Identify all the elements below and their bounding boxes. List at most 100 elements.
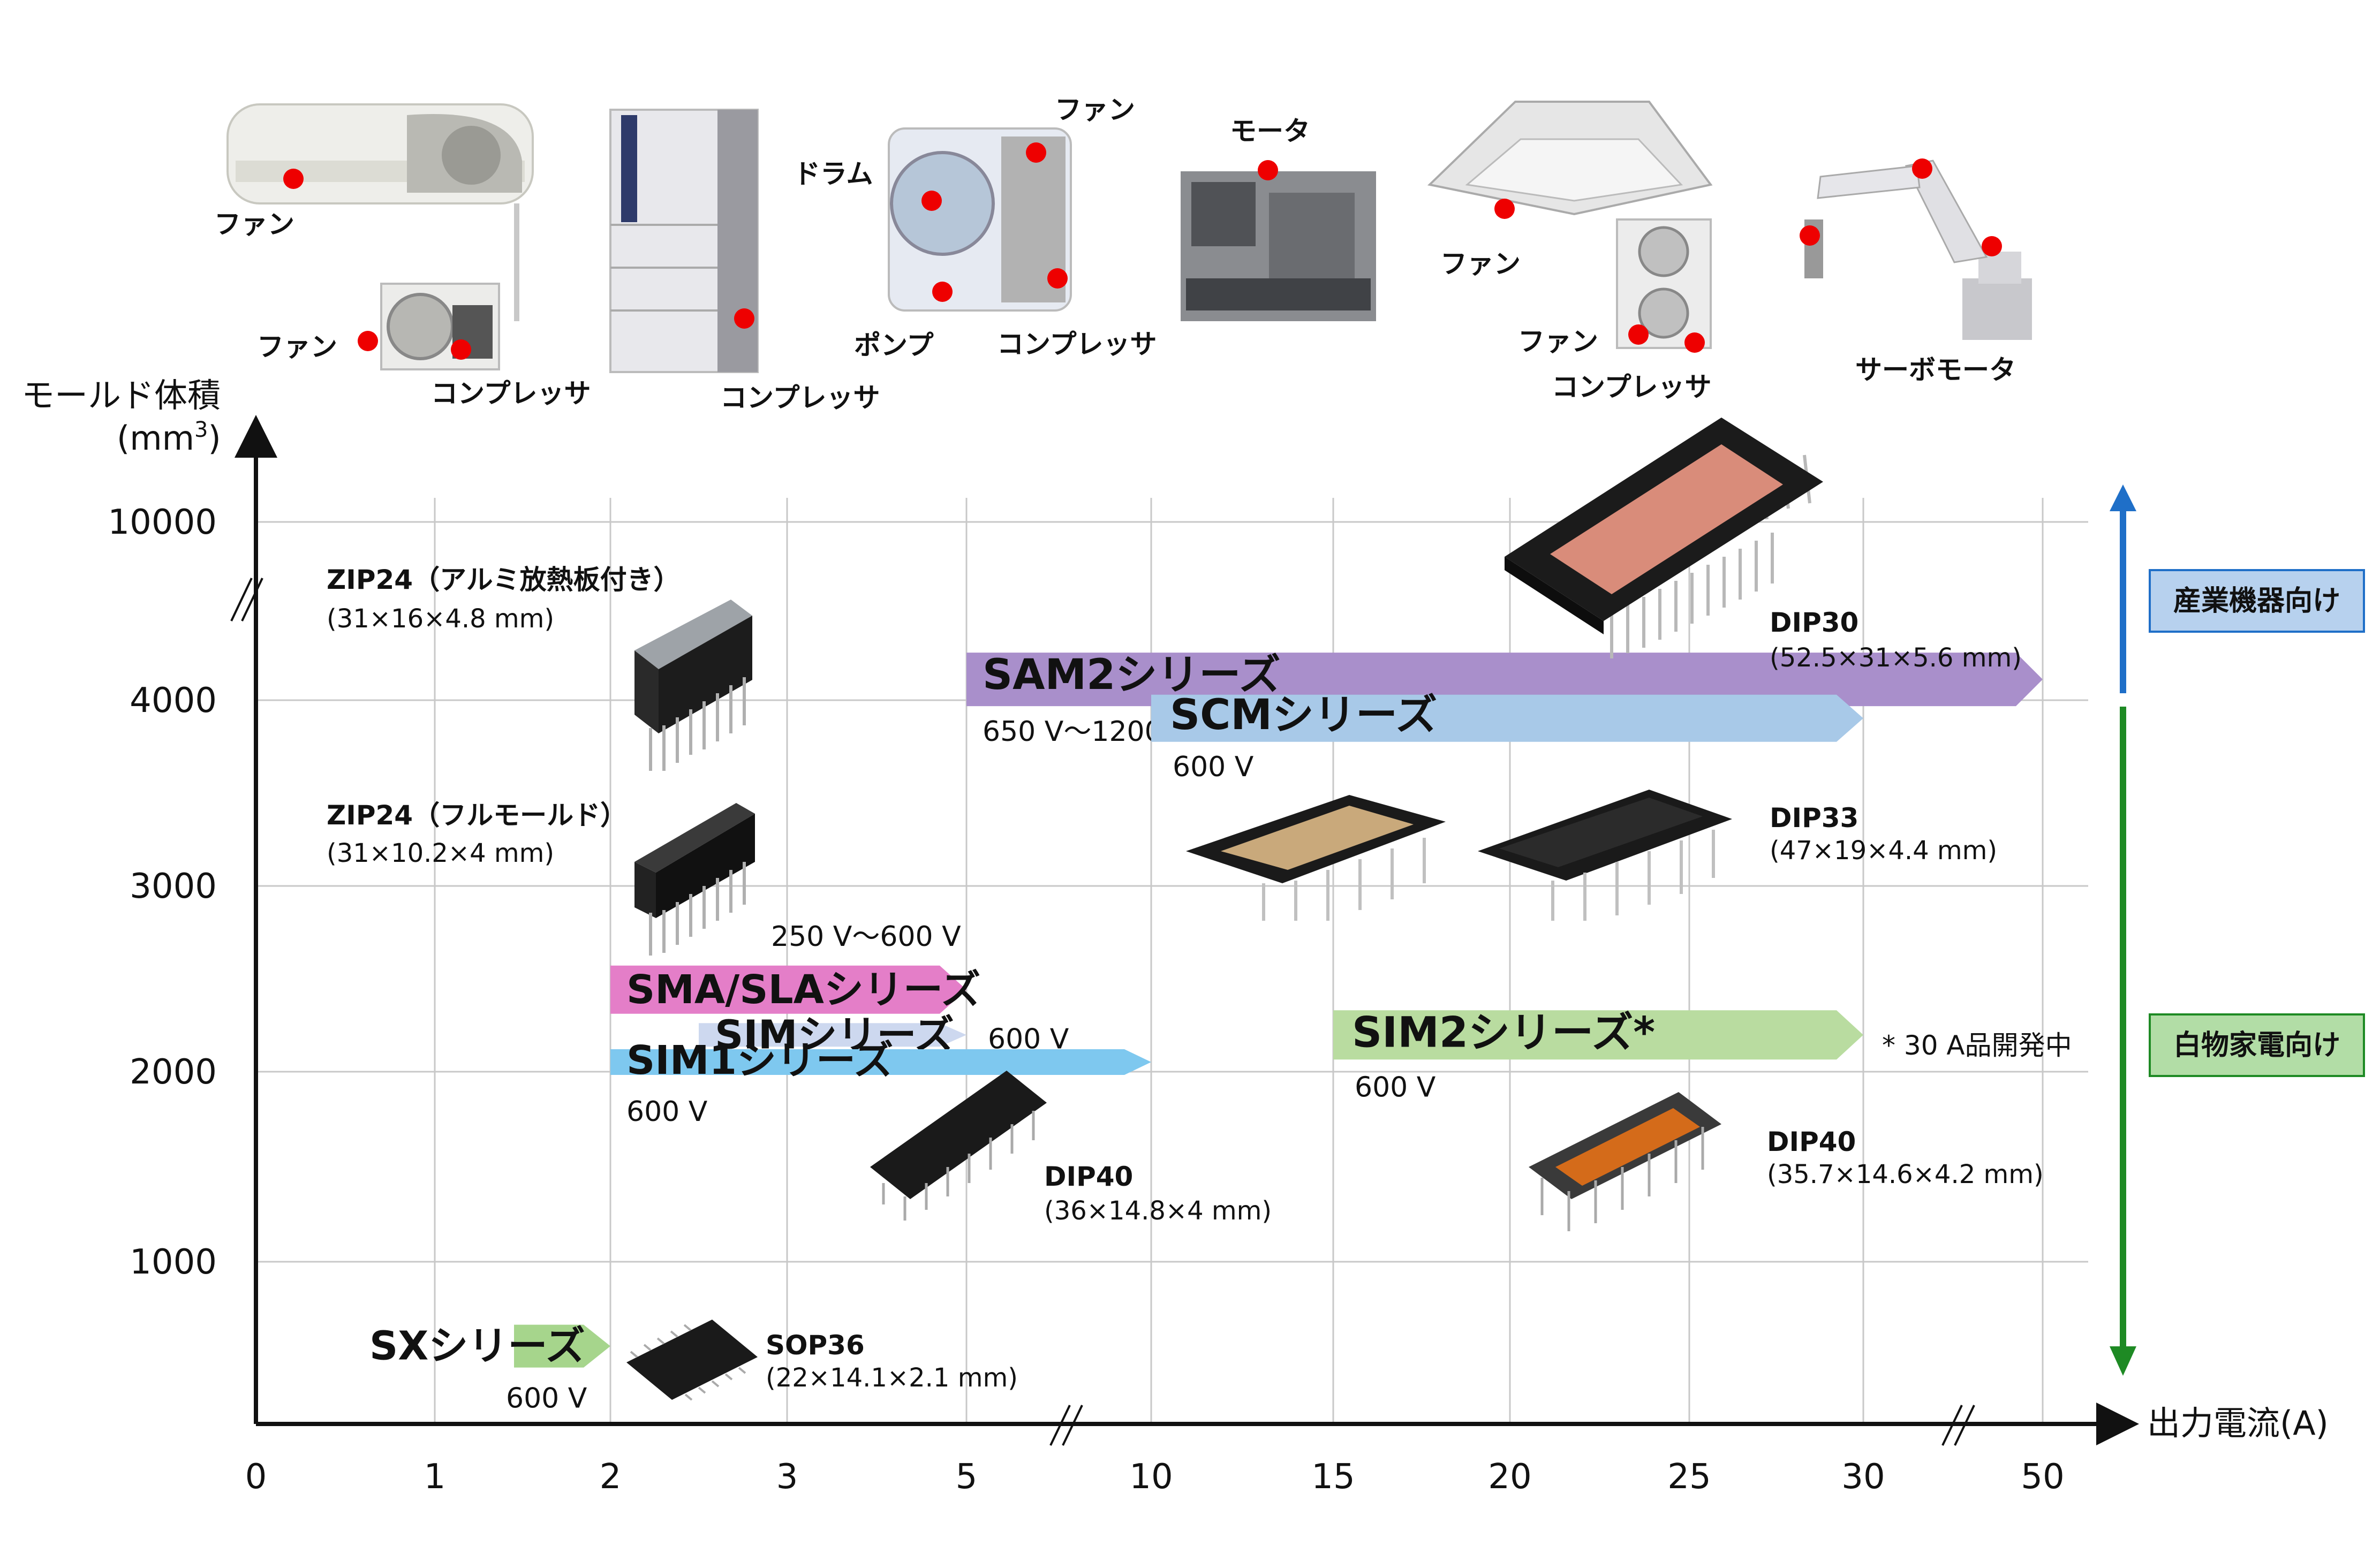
package-labels: ZIP24（アルミ放熱板付き） (31×16×4.8 mm) ZIP24（フルモ…: [327, 564, 2044, 1393]
x-tick-label: 20: [1488, 1457, 1531, 1497]
x-tick-labels: 0 1 2 3 5 10 15 20 25 30 50: [245, 1457, 2065, 1497]
series-bar-6: [514, 1324, 610, 1368]
x-tick-label: 15: [1311, 1457, 1355, 1497]
pkg-sop36-dims: (22×14.1×2.1 mm): [766, 1363, 1018, 1393]
series-label: SXシリーズ: [369, 1323, 585, 1369]
machine-tool-illustration: [1181, 160, 1376, 321]
pkg-sop36-name: SOP36: [766, 1330, 865, 1361]
series-voltage: 600 V: [626, 1096, 708, 1128]
y-axis-unit-sup: 3: [194, 418, 208, 442]
washer-fan-label: ファン: [1055, 94, 1135, 125]
axes: [230, 415, 2139, 1446]
x-tick-label: 3: [776, 1457, 798, 1497]
y-axis-title: モールド体積: [21, 376, 221, 415]
x-tick-label: 2: [600, 1457, 622, 1497]
washer-drum-label: ドラム: [794, 158, 873, 190]
dip33-black-illustration: [1478, 790, 1732, 921]
outdoor-unit-illustration: [1616, 218, 1712, 353]
series-bar-1: [1151, 694, 1863, 742]
x-tick-label: 1: [424, 1457, 446, 1497]
aircon-outdoor-illustration: [358, 283, 500, 370]
pkg-zip24-fullmold-dims: (31×10.2×4 mm): [327, 838, 554, 868]
outdoor-fan-label: ファン: [1518, 326, 1598, 357]
dip40-orange-illustration: [1529, 1092, 1721, 1231]
robot-arm-illustration: [1800, 158, 2032, 340]
y-tick-label: 10000: [108, 503, 217, 542]
y-tick-label: 3000: [130, 867, 217, 906]
pkg-zip24-fullmold-name: ZIP24（フルモールド）: [327, 800, 627, 831]
aircon-compressor-label: コンプレッサ: [431, 378, 591, 409]
y-axis-break: [230, 578, 263, 622]
appliance-box: [2149, 1013, 2365, 1077]
x-tick-label: 30: [1841, 1457, 1885, 1497]
series-bar-2: [610, 965, 966, 1014]
series-voltage: 600 V: [1355, 1071, 1436, 1103]
industrial-box: [2149, 569, 2365, 633]
series-label: SIM2シリーズ*: [1352, 1009, 1655, 1057]
series-voltage: 600 V: [1173, 751, 1254, 783]
fridge-compressor-label: コンプレッサ: [720, 382, 880, 413]
y-axis-unit: (mm3): [117, 418, 221, 458]
series-label: SIM1シリーズ: [626, 1037, 893, 1083]
dip40-black-illustration: [870, 1071, 1047, 1221]
aircon-outdoor-fan-label: ファン: [257, 331, 337, 362]
x-axis-break-2: [1941, 1405, 1975, 1446]
washer-pump-label: ポンプ: [854, 330, 934, 361]
series-bar-3: [699, 1023, 966, 1047]
y-tick-labels: 1000 2000 3000 4000 10000: [108, 503, 217, 1282]
grid: [256, 498, 2088, 1424]
x-axis-break-1: [1049, 1405, 1083, 1446]
aircon-indoor-illustration: [226, 103, 534, 204]
pkg-dip30-dims: (52.5×31×5.6 mm): [1770, 643, 2022, 673]
dip30-illustration: [1505, 418, 1823, 658]
zip24-fullmold-illustration: [634, 803, 755, 956]
appliance-label: 白物家電向け: [2173, 1029, 2340, 1062]
pkg-dip40a-name: DIP40: [1044, 1161, 1133, 1192]
application-illustrations: ファン ファン コンプレッサ コンプレッサ ファン ドラム ポンプ コンプレッサ…: [214, 94, 2032, 413]
y-axis-unit-base: (mm: [117, 419, 194, 458]
series-label: SAM2シリーズ: [983, 651, 1281, 699]
outdoor-compressor-label: コンプレッサ: [1552, 372, 1712, 403]
fridge-illustration: [609, 109, 759, 373]
pkg-dip40b-dims: (35.7×14.6×4.2 mm): [1767, 1160, 2044, 1189]
pkg-dip33-name: DIP33: [1770, 802, 1858, 833]
category-appliance: 白物家電向け: [2110, 707, 2365, 1376]
series-voltage: 600 V: [506, 1383, 587, 1415]
sop36-illustration: [626, 1320, 758, 1401]
y-tick-label: 1000: [130, 1242, 217, 1282]
category-industrial: 産業機器向け: [2110, 484, 2365, 693]
development-note: * 30 A品開発中: [1882, 1030, 2072, 1061]
aircon-fan-label: ファン: [214, 209, 294, 240]
robot-motor-label: サーボモータ: [1855, 354, 2016, 385]
pkg-dip30-name: DIP30: [1770, 607, 1858, 638]
washer-illustration: [888, 127, 1072, 312]
washer-compressor-label: コンプレッサ: [997, 329, 1157, 360]
series-label: SMA/SLAシリーズ: [626, 967, 980, 1013]
machine-motor-label: モータ: [1230, 116, 1310, 147]
zip24-heatsink-illustration: [634, 600, 752, 771]
industrial-label: 産業機器向け: [2173, 585, 2340, 617]
pkg-zip24-heatsink-name: ZIP24（アルミ放熱板付き）: [327, 564, 681, 595]
x-tick-label: 25: [1667, 1457, 1711, 1497]
series-bar-4: [610, 1049, 1151, 1075]
pkg-dip33-dims: (47×19×4.4 mm): [1770, 836, 1997, 866]
pkg-dip40b-name: DIP40: [1767, 1126, 1856, 1157]
x-tick-label: 50: [2021, 1457, 2064, 1497]
series-bar-0: [966, 653, 2043, 707]
cassette-fan-label: ファン: [1440, 248, 1521, 279]
series-label: SCMシリーズ: [1170, 691, 1437, 739]
x-tick-label: 10: [1129, 1457, 1173, 1497]
y-axis-unit-end: ): [208, 419, 221, 458]
pkg-zip24-heatsink-dims: (31×16×4.8 mm): [327, 604, 554, 634]
marker-dot: [283, 169, 304, 189]
pkg-dip40a-dims: (36×14.8×4 mm): [1044, 1196, 1272, 1226]
series-bar-5: [1333, 1010, 1863, 1060]
x-tick-label: 5: [956, 1457, 978, 1497]
package-illustrations: [626, 418, 1823, 1401]
x-tick-label: 0: [245, 1457, 267, 1497]
y-tick-label: 2000: [130, 1052, 217, 1092]
y-tick-label: 4000: [130, 681, 217, 721]
dip33-gold-illustration: [1186, 795, 1446, 921]
